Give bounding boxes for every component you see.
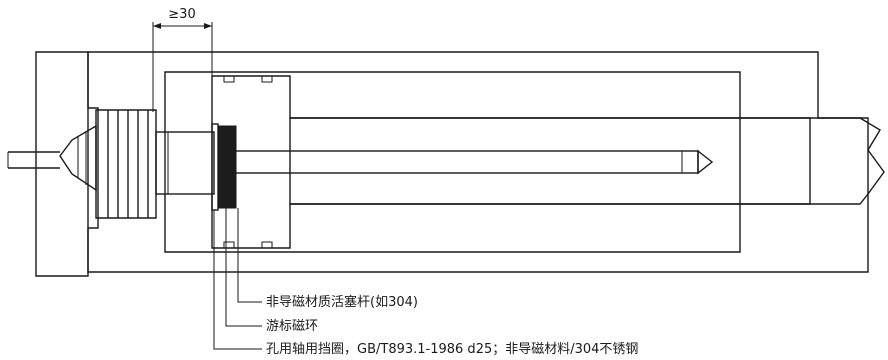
dimension-gap: ≥30 [152, 7, 213, 124]
cable [8, 151, 60, 169]
cylinder-body [87, 51, 869, 273]
seal-groove [261, 75, 273, 83]
piston-rod [289, 117, 885, 205]
flange-ribs [107, 110, 149, 218]
seal-groove [223, 75, 235, 83]
seal-groove [223, 241, 235, 249]
seal-groove [261, 241, 273, 249]
sensor-neck [155, 131, 215, 195]
leader-lines [213, 208, 262, 350]
sensor-probe-tip [697, 149, 714, 175]
cable-gland [59, 124, 97, 192]
callout-piston-rod: 非导磁材质活塞杆(如304) [266, 294, 418, 310]
retaining-ring [211, 123, 219, 211]
cylinder-bore [164, 71, 811, 253]
callout-retaining-ring: 孔用轴用挡圈，GB/T893.1-1986 d25；非导磁材料/304不锈钢 [266, 342, 638, 357]
sensor-flange [95, 109, 157, 219]
magnet-ring [217, 125, 237, 209]
callout-magnet-ring: 游标磁环 [266, 319, 318, 334]
piston-head [211, 75, 741, 249]
sensor-probe-rod [227, 150, 699, 174]
dimension-label: ≥30 [168, 7, 195, 22]
